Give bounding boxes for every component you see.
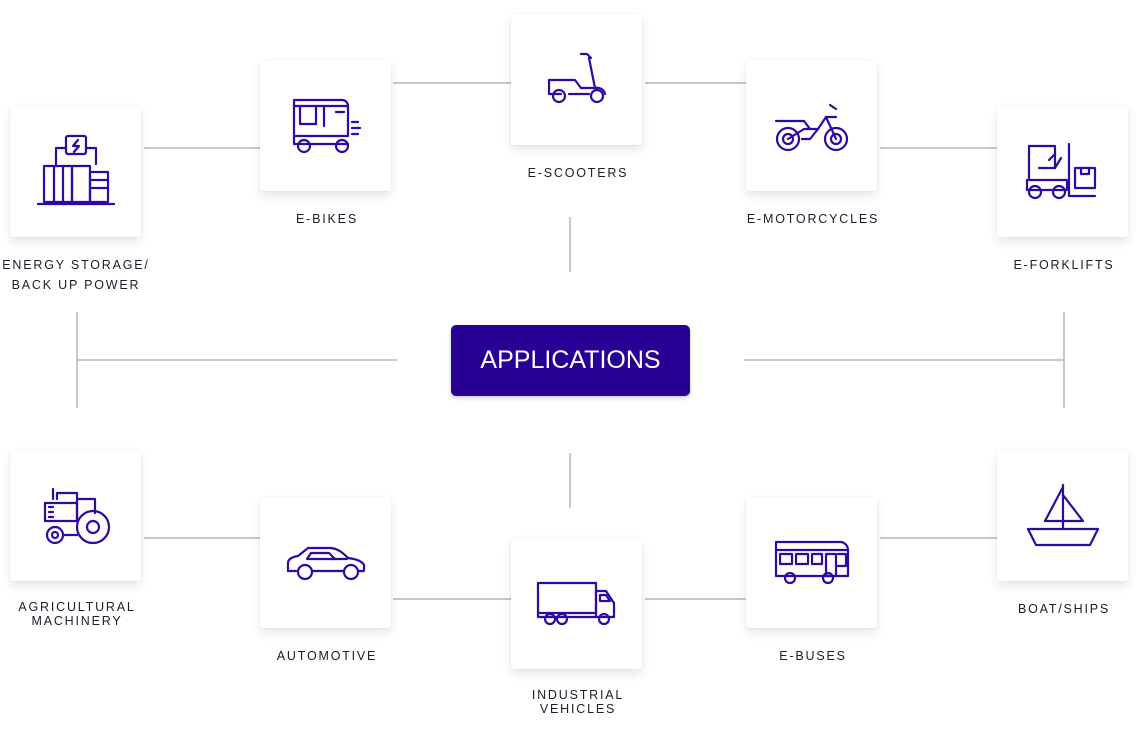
e-forklifts-card[interactable] (997, 106, 1128, 237)
agricultural-machinery-card[interactable] (10, 450, 141, 581)
tractor-icon (43, 487, 110, 544)
e-scooters-label-text: E-SCOOTERS (527, 166, 629, 180)
energy-storage-label-line1: ENERGY STORAGE/ (2, 258, 150, 272)
e-motorcycles-label-text: E-MOTORCYCLES (746, 212, 880, 226)
agricultural-label-line1: AGRICULTURAL (18, 600, 136, 614)
car-icon (286, 546, 365, 580)
automotive-card[interactable] (260, 497, 391, 628)
e-buses-label-text: E-BUSES (779, 649, 847, 663)
automotive-label: AUTOMOTIVE (227, 647, 427, 665)
industrial-vehicles-card[interactable] (511, 538, 642, 669)
e-scooters-label: E-SCOOTERS (478, 164, 678, 182)
energy-storage-card[interactable] (10, 106, 141, 237)
e-bikes-label: E-BIKES (227, 210, 427, 228)
energy-storage-label-line2: BACK UP POWER (11, 278, 141, 292)
sailboat-icon (1026, 483, 1099, 546)
industrial-label-line1: INDUSTRIAL (531, 688, 625, 702)
industrial-label-line2: VEHICLES (539, 702, 617, 716)
scooter-icon (547, 52, 606, 103)
boat-ships-card[interactable] (997, 450, 1128, 581)
agricultural-machinery-label: AGRICULTURAL MACHINERY (0, 600, 177, 628)
e-bikes-label-text: E-BIKES (296, 212, 358, 226)
industrial-vehicles-label: INDUSTRIAL VEHICLES (478, 688, 678, 716)
e-buses-card[interactable] (746, 497, 877, 628)
motorcycle-icon (774, 103, 848, 151)
e-motorcycles-label: E-MOTORCYCLES (713, 210, 913, 228)
energy-storage-icon (36, 134, 115, 205)
agricultural-label-line2: MACHINERY (31, 614, 123, 628)
applications-button[interactable]: APPLICATIONS (451, 325, 690, 396)
truck-icon (536, 581, 615, 625)
forklift-icon (1025, 142, 1096, 199)
e-buses-label: E-BUSES (713, 647, 913, 665)
energy-storage-label: ENERGY STORAGE/ BACK UP POWER (0, 256, 176, 294)
boat-ships-label: BOAT/SHIPS (964, 600, 1140, 618)
e-forklifts-label-text: E-FORKLIFTS (1013, 258, 1115, 272)
e-motorcycles-card[interactable] (746, 60, 877, 191)
automotive-label-text: AUTOMOTIVE (276, 649, 378, 663)
e-scooters-card[interactable] (511, 14, 642, 145)
e-forklifts-label: E-FORKLIFTS (964, 256, 1140, 274)
bus-icon (774, 540, 849, 584)
boat-ships-label-text: BOAT/SHIPS (1017, 602, 1111, 616)
e-bikes-card[interactable] (260, 60, 391, 191)
auto-rickshaw-icon (292, 98, 361, 153)
